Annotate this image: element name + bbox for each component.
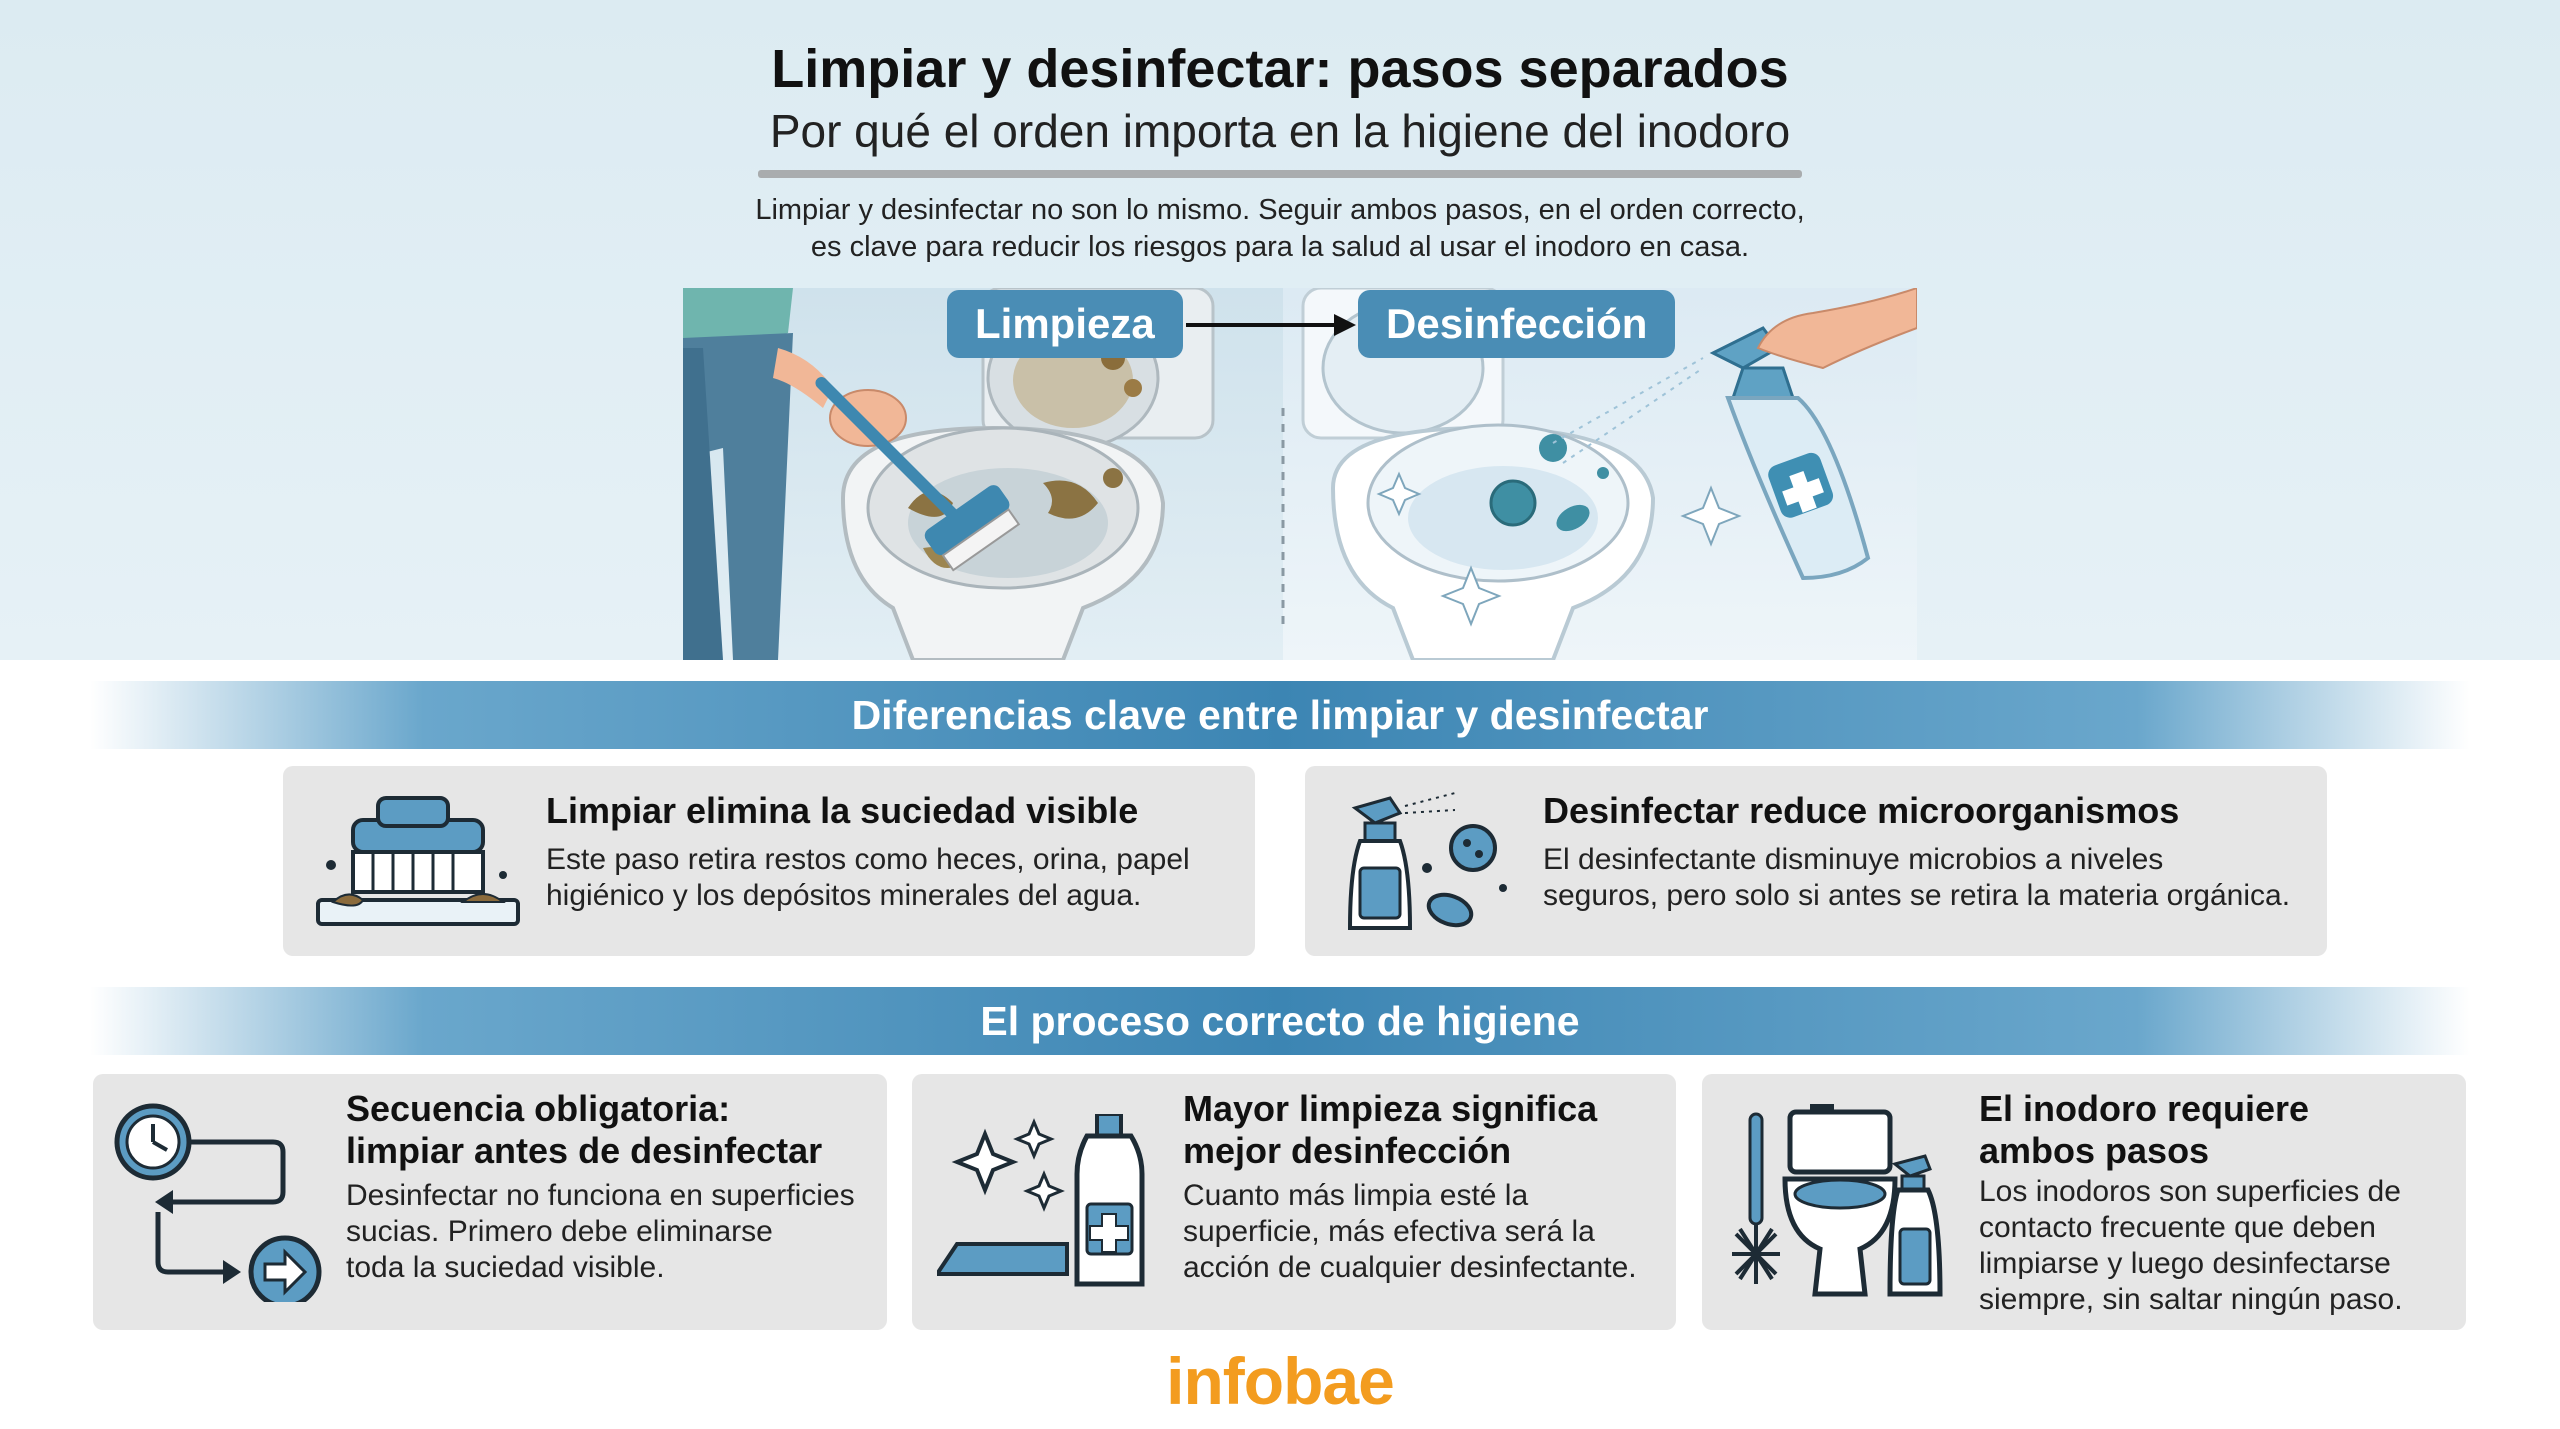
arrow-right-icon <box>1186 314 1356 336</box>
card-title: Mayor limpieza significa mejor desinfecc… <box>1183 1088 1597 1172</box>
card-text: Cuanto más limpia esté la superficie, má… <box>1183 1178 1637 1286</box>
infobae-logo[interactable]: infobae <box>1166 1344 1395 1418</box>
card-text-line: seguros, pero solo si antes se retira la… <box>1543 879 2291 912</box>
card-title-line: Mayor limpieza significa <box>1183 1088 1598 1129</box>
hero-illustration <box>683 288 1917 660</box>
intro-line: Limpiar y desinfectar no son lo mismo. S… <box>755 194 1805 226</box>
intro-text: Limpiar y desinfectar no son lo mismo. S… <box>0 192 2560 266</box>
spray-germs-icon <box>1347 792 1507 930</box>
card-title-line: El inodoro requiere <box>1979 1088 2310 1129</box>
card-title: Secuencia obligatoria: limpiar antes de … <box>346 1088 822 1172</box>
card-text-line: toda la suciedad visible. <box>346 1251 665 1284</box>
person-scrubbing-icon <box>683 288 1021 660</box>
card-mandatory-sequence: Secuencia obligatoria: limpiar antes de … <box>93 1074 887 1330</box>
card-cleaner-better-disinfection: Mayor limpieza significa mejor desinfecc… <box>912 1074 1676 1330</box>
title-divider <box>758 170 1802 178</box>
card-text-line: Desinfectar no funciona en superficies <box>346 1179 855 1212</box>
card-text-line: sucias. Primero debe eliminarse <box>346 1215 773 1248</box>
card-text-line: higiénico y los depósitos minerales del … <box>546 879 1142 912</box>
card-disinfecting-reduces-germs: Desinfectar reduce microorganismos El de… <box>1305 766 2327 956</box>
section-heading-process: El proceso correcto de higiene <box>90 987 2470 1055</box>
page-subtitle: Por qué el orden importa en la higiene d… <box>769 105 1791 157</box>
toilet-brush-spray-icon <box>1732 1104 1943 1297</box>
intro-line: es clave para reducir los riesgos para l… <box>810 231 1750 263</box>
card-text: El desinfectante disminuye microbios a n… <box>1543 842 2290 914</box>
card-toilet-requires-both: El inodoro requiere ambos pasos Los inod… <box>1702 1074 2466 1330</box>
clock-sequence-icon <box>114 1103 322 1302</box>
card-text-line: El desinfectante disminuye microbios a n… <box>1543 843 2164 876</box>
card-title-line: mejor desinfección <box>1183 1130 1512 1171</box>
card-title-line: ambos pasos <box>1979 1130 2210 1171</box>
card-text-line: contacto frecuente que deben <box>1979 1211 2376 1244</box>
card-text: Los inodoros son superficies de contacto… <box>1979 1174 2403 1318</box>
page-title: Limpiar y desinfectar: pasos separados <box>771 39 1789 99</box>
spray-bottle-icon <box>1552 288 1917 581</box>
card-text: Desinfectar no funciona en superficies s… <box>346 1178 855 1286</box>
card-cleaning-removes-dirt: Limpiar elimina la suciedad visible Este… <box>283 766 1255 956</box>
card-text-line: acción de cualquier desinfectante. <box>1183 1251 1637 1284</box>
card-text: Este paso retira restos como heces, orin… <box>546 842 1190 914</box>
card-text-line: Cuanto más limpia esté la <box>1183 1179 1529 1212</box>
card-title: El inodoro requiere ambos pasos <box>1979 1088 2309 1172</box>
card-text-line: limpiarse y luego desinfectarse <box>1979 1247 2391 1280</box>
toilet-cleaning-illustration <box>683 288 1917 660</box>
clean-surface-bottle-icon <box>937 1114 1145 1287</box>
step-label-cleaning: Limpieza <box>947 290 1183 358</box>
card-title-line: Secuencia obligatoria: <box>346 1088 731 1129</box>
card-title: Desinfectar reduce microorganismos <box>1543 790 2180 831</box>
card-text-line: Este paso retira restos como heces, orin… <box>546 843 1190 876</box>
card-text-line: siempre, sin saltar ningún paso. <box>1979 1283 2403 1316</box>
card-title: Limpiar elimina la suciedad visible <box>546 790 1139 831</box>
scrub-brush-icon <box>316 796 520 926</box>
card-title-line: limpiar antes de desinfectar <box>346 1130 823 1171</box>
card-text-line: Los inodoros son superficies de <box>1979 1175 2401 1208</box>
card-text-line: superficie, más efectiva será la <box>1183 1215 1595 1248</box>
step-label-disinfection: Desinfección <box>1358 290 1676 358</box>
section-heading-differences: Diferencias clave entre limpiar y desinf… <box>90 681 2470 749</box>
